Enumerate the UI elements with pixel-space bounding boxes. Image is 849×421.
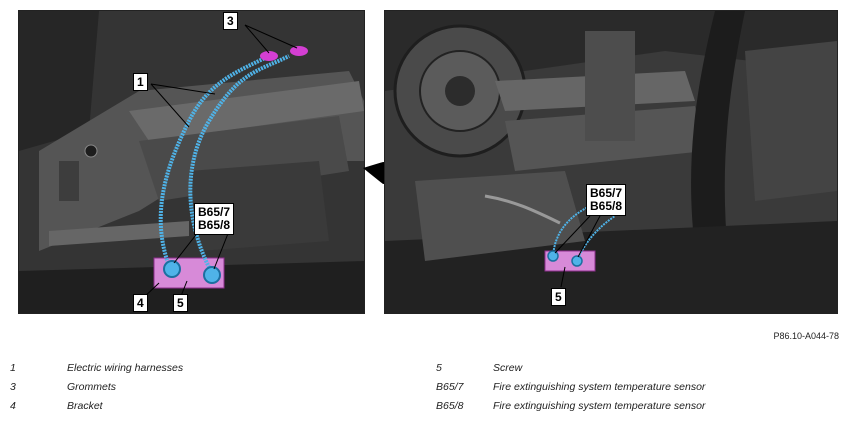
legend-desc: Fire extinguishing system temperature se…: [493, 400, 706, 412]
sensor-b65-7: [163, 260, 181, 278]
callout-5-right: 5: [551, 288, 566, 306]
callout-b65-7: B65/7: [198, 205, 231, 219]
legend-key: 1: [10, 362, 16, 374]
callout-b65-8-right: B65/8: [590, 199, 623, 213]
legend-desc: Grommets: [67, 381, 117, 393]
callout-b65-sensors: B65/7 B65/8: [194, 203, 235, 235]
legend-key: 5: [436, 362, 442, 374]
sensor-b65-7-right: [547, 250, 559, 262]
sensor-b65-8: [203, 266, 221, 284]
legend-desc: Screw: [493, 362, 523, 374]
figure-id: P86.10-A044-78: [773, 331, 839, 341]
grommet-2: [290, 46, 308, 56]
left-illustration: [19, 11, 364, 313]
callout-b65-7-right: B65/7: [590, 186, 623, 200]
callout-1: 1: [133, 73, 148, 91]
harness-line-1: [158, 54, 270, 267]
legend-desc: Fire extinguishing system temperature se…: [493, 381, 706, 393]
legend-desc: Electric wiring harnesses: [67, 362, 184, 374]
right-illustration-panel: B65/7 B65/8 5: [384, 10, 838, 314]
grommet-1: [260, 51, 278, 61]
callout-4: 4: [133, 294, 148, 312]
callout-5: 5: [173, 294, 188, 312]
legend-key: B65/8: [436, 400, 464, 412]
legend-key: B65/7: [436, 381, 464, 393]
callout-b65-sensors-right: B65/7 B65/8: [586, 184, 627, 216]
callout-b65-8: B65/8: [198, 218, 231, 232]
callout-3: 3: [223, 12, 238, 30]
legend-key: 3: [10, 381, 16, 393]
legend-desc: Bracket: [67, 400, 103, 412]
left-illustration-panel: 3 1 B65/7 B65/8 4 5: [18, 10, 365, 314]
legend: 1 Electric wiring harnesses 3 Grommets 4…: [0, 358, 849, 418]
sensor-b65-8-right: [571, 255, 583, 267]
legend-key: 4: [10, 400, 16, 412]
right-illustration: [385, 11, 837, 313]
